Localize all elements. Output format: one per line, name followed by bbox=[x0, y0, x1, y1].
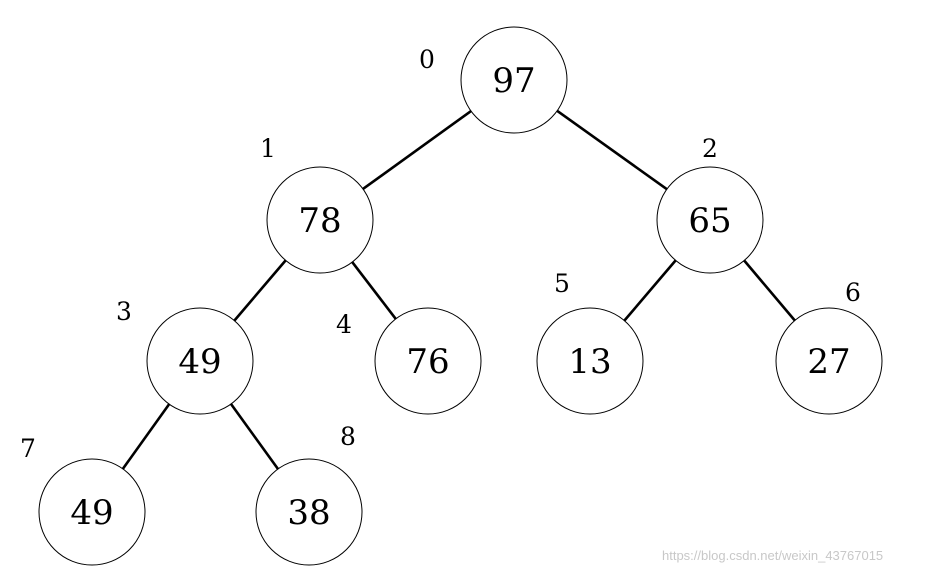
node-value: 38 bbox=[287, 493, 330, 533]
edge-2-6 bbox=[743, 259, 796, 322]
node-circle bbox=[38, 458, 146, 566]
node-circle bbox=[255, 458, 363, 566]
tree-node: 97 bbox=[460, 26, 568, 134]
tree-node: 38 bbox=[255, 458, 363, 566]
edge-1-4 bbox=[351, 261, 397, 320]
node-index-label: 5 bbox=[554, 269, 570, 298]
node-value: 97 bbox=[492, 61, 535, 101]
node-circle bbox=[656, 166, 764, 274]
tree-node: 49 bbox=[38, 458, 146, 566]
tree-node: 65 bbox=[656, 166, 764, 274]
node-circle bbox=[146, 307, 254, 415]
node-value: 49 bbox=[70, 493, 113, 533]
node-index-label: 3 bbox=[116, 297, 132, 326]
tree-node: 13 bbox=[536, 307, 644, 415]
edge-0-1 bbox=[362, 109, 472, 191]
tree-node: 78 bbox=[266, 166, 374, 274]
edge-3-7 bbox=[121, 403, 171, 470]
node-value: 78 bbox=[298, 201, 341, 241]
node-value: 49 bbox=[178, 342, 221, 382]
node-value: 27 bbox=[807, 342, 850, 382]
tree-node: 76 bbox=[374, 307, 482, 415]
node-value: 65 bbox=[688, 201, 731, 241]
edge-2-5 bbox=[623, 259, 677, 322]
node-value: 13 bbox=[568, 342, 611, 382]
edge-0-2 bbox=[556, 109, 668, 191]
node-index-label: 2 bbox=[702, 134, 718, 163]
node-circle bbox=[775, 307, 883, 415]
node-index-label: 8 bbox=[340, 422, 356, 451]
tree-node: 49 bbox=[146, 307, 254, 415]
edge-3-8 bbox=[229, 403, 280, 470]
node-circle bbox=[266, 166, 374, 274]
watermark-text: https://blog.csdn.net/weixin_43767015 bbox=[662, 548, 883, 563]
edge-1-3 bbox=[233, 259, 287, 322]
node-index-label: 4 bbox=[336, 310, 352, 339]
node-circle bbox=[460, 26, 568, 134]
node-circle bbox=[374, 307, 482, 415]
node-index-label: 0 bbox=[419, 45, 435, 74]
node-circle bbox=[536, 307, 644, 415]
node-index-label: 7 bbox=[20, 434, 36, 463]
node-index-label: 1 bbox=[260, 134, 276, 163]
node-index-label: 6 bbox=[845, 278, 861, 307]
tree-node: 27 bbox=[775, 307, 883, 415]
tree-edges bbox=[121, 109, 796, 470]
node-value: 76 bbox=[406, 342, 449, 382]
